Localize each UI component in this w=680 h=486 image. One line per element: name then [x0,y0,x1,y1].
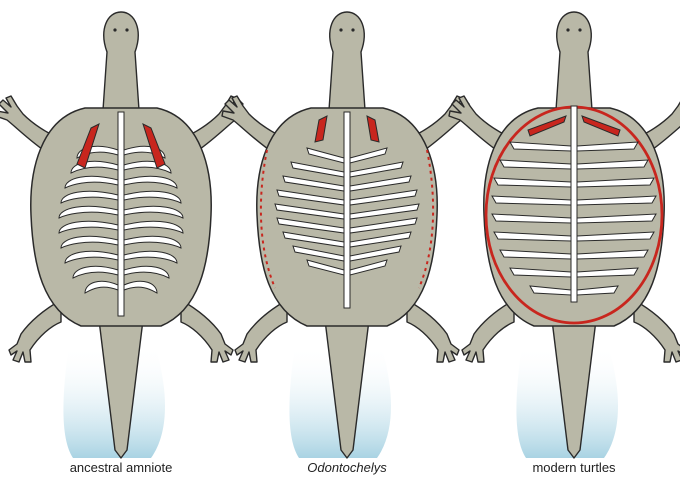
vertebral-column [571,106,577,302]
hind-limb-right [407,300,459,362]
hind-limb-left [462,300,514,362]
head-and-neck [556,12,592,110]
hind-limb-right [634,300,680,362]
hind-limb-left [9,300,61,362]
vertebral-column [118,112,124,316]
eye-right [125,28,128,31]
eye-left [339,28,342,31]
vertebral-column [344,112,350,308]
eye-right [578,28,581,31]
caption-modern-turtles: modern turtles [474,460,674,475]
turtle-panel-1 [0,12,246,458]
hind-limb-left [235,300,287,362]
head-and-neck [329,12,365,110]
head-and-neck [103,12,139,110]
eye-left [113,28,116,31]
caption-odontochelys: Odontochelys [247,460,447,475]
caption-ancestral-amniote: ancestral amniote [21,460,221,475]
eye-left [566,28,569,31]
eye-right [351,28,354,31]
turtle-panel-3 [449,12,680,458]
hind-limb-right [181,300,233,362]
turtle-panel-2 [222,12,472,458]
